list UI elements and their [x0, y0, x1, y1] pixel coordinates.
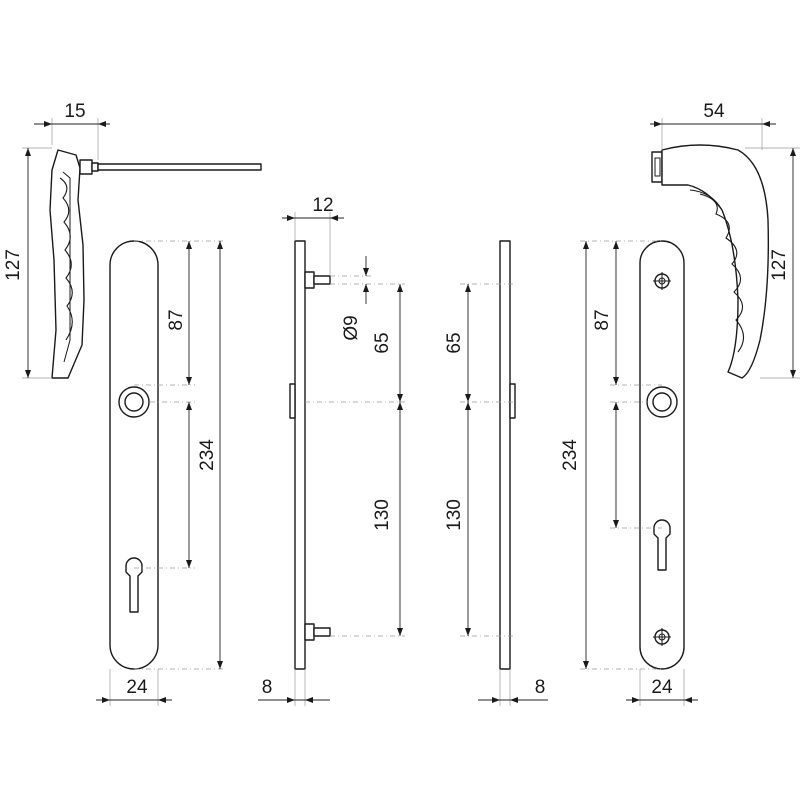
right-side-dimensions: 65 130 8: [444, 283, 548, 706]
dim-plate-right-width: 24: [651, 677, 673, 698]
dim-side-right-lower: 130: [444, 499, 465, 531]
dim-side-right-thickness: 8: [535, 677, 546, 698]
dim-handle-left-height: 127: [3, 249, 24, 281]
dim-side-left-thickness: 8: [262, 677, 273, 698]
dim-plate-right-upper: 87: [592, 309, 613, 330]
left-front-plate: [109, 240, 159, 670]
right-handle-dimensions: 54 127: [650, 101, 800, 379]
right-handle-side-view: [651, 144, 770, 379]
dim-plate-right-total: 234: [560, 439, 581, 471]
left-side-view: [289, 240, 331, 670]
right-front-plate: [639, 240, 685, 670]
left-side-dimensions: 12 Ø9 65 130 8: [258, 195, 405, 706]
dim-spindle-offset: 12: [312, 195, 333, 216]
dim-handle-right-width: 54: [703, 101, 725, 122]
dim-plate-left-total: 234: [197, 439, 218, 471]
dim-side-right-upper: 65: [444, 332, 465, 353]
right-plate-dimensions: 234 87 24: [560, 240, 698, 706]
right-side-view: [499, 240, 516, 670]
left-handle-side-view: [49, 149, 262, 379]
dim-hole-diameter: Ø9: [341, 315, 362, 340]
dim-side-left-lower: 130: [372, 499, 393, 531]
dim-plate-left-upper: 87: [166, 309, 187, 330]
dim-side-left-upper: 65: [372, 332, 393, 353]
left-handle-dimensions: 15 127: [3, 101, 110, 379]
dim-plate-left-width: 24: [126, 677, 148, 698]
left-plate-dimensions: 87 234 24: [96, 240, 225, 706]
dim-handle-right-height: 127: [769, 249, 790, 281]
dim-handle-left-width: 15: [64, 101, 85, 122]
